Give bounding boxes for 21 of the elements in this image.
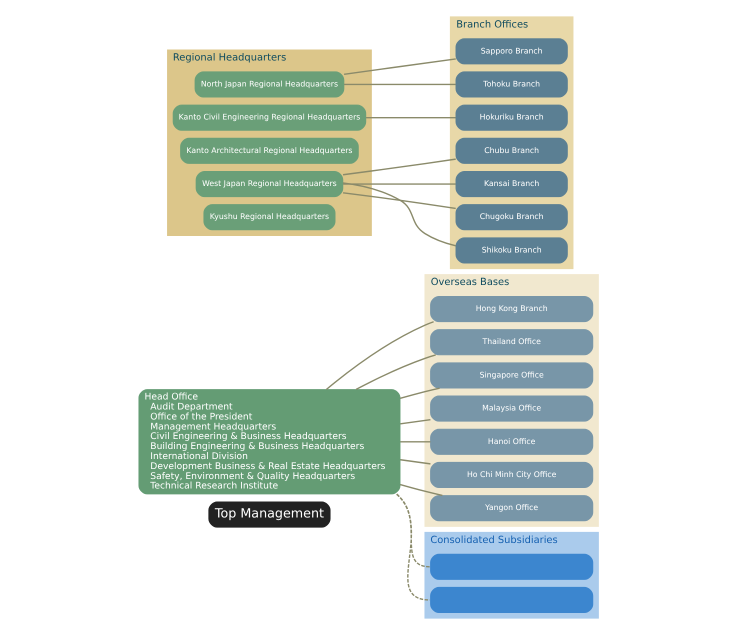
node-box: Head Office Audit Department Office of the President Management Headquarters Civil Engineering & Business Headquarters Building Engineering & Business Headquarters International Division Development Business & Real Estate Headquarters Safety, Environment & Quality Headquarters Technical Research Institute <box>138 389 400 494</box>
connector <box>400 387 440 399</box>
connector <box>342 183 456 185</box>
node-box <box>430 554 593 580</box>
connector <box>325 321 434 390</box>
connector <box>342 158 456 176</box>
connector <box>396 494 430 568</box>
connector <box>342 192 456 210</box>
connector <box>400 419 430 425</box>
node-box <box>430 586 593 614</box>
connector <box>355 354 436 390</box>
connector <box>400 441 430 442</box>
connector <box>400 459 430 465</box>
connector <box>396 494 430 601</box>
cluster: Consolidated Subsidiaries <box>424 532 598 619</box>
connector <box>344 84 456 86</box>
node-box: Top Management <box>208 501 330 528</box>
connector <box>400 484 442 496</box>
connector <box>366 116 456 118</box>
connector <box>342 182 456 246</box>
connector <box>343 58 456 75</box>
